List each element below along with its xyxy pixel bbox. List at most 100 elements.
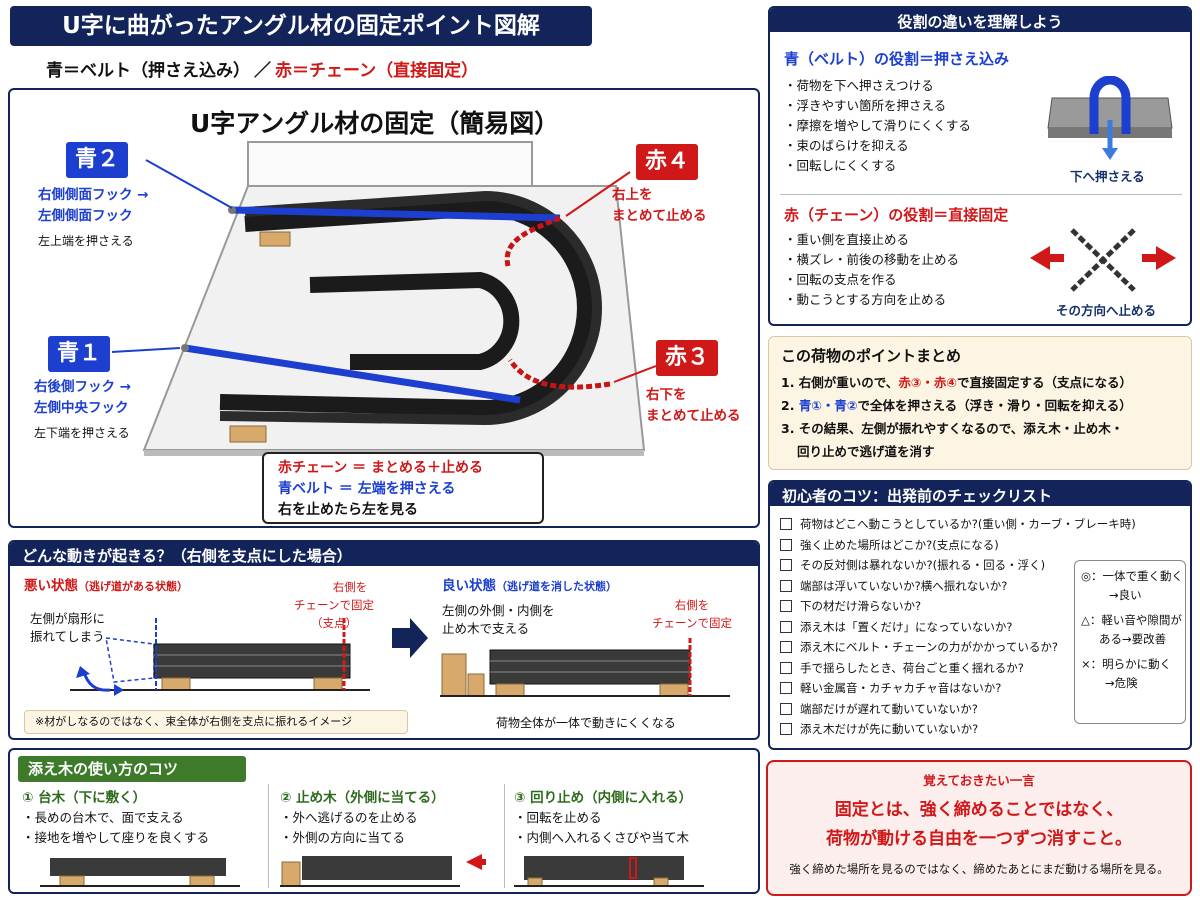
summary-line3: 右を止めたら左を見る bbox=[278, 502, 418, 518]
checklist-item[interactable]: 軽い金属音・カチャカチャ音はないか? bbox=[780, 678, 1136, 699]
good-state-note: 荷物全体が一体で動きにくくなる bbox=[496, 716, 676, 730]
bad-left-2: 振れてしまう bbox=[30, 629, 105, 644]
checklist-item[interactable]: 強く止めた場所はどこか?(支点になる) bbox=[780, 535, 1136, 556]
checkbox[interactable] bbox=[780, 661, 792, 674]
checkbox[interactable] bbox=[780, 538, 792, 551]
page-title-banner: U字に曲がったアングル材の固定ポイント図解 bbox=[10, 6, 592, 46]
main-diagram-panel: U字アングル材の固定（簡易図） 青２ 右側側面フック → 左側側面フック 左上端… bbox=[8, 88, 760, 528]
checklist-text: 端部は浮いていないか?横へ振れないか? bbox=[800, 578, 1008, 593]
tag-blue1: 青１ bbox=[48, 336, 110, 372]
blue2-line2: 左側側面フック bbox=[38, 208, 133, 224]
bad-right-2: チェーンで固定 bbox=[294, 598, 374, 612]
checklist-item[interactable]: 添え木にベルト・チェーンの力がかかっているか? bbox=[780, 637, 1136, 658]
checkbox[interactable] bbox=[780, 641, 792, 654]
wood-tips-panel: 添え木の使い方のコツ ① 台木（下に敷く） 長めの台木で、面で支える 接地を増や… bbox=[8, 748, 760, 894]
checklist-item[interactable]: 荷物はどこへ動こうとしているか?(重い側・カーブ・ブレーキ時) bbox=[780, 514, 1136, 535]
points-title: この荷物のポイントまとめ bbox=[781, 347, 962, 365]
checkbox[interactable] bbox=[780, 682, 792, 695]
point-1: 1. 右側が重いので、赤③・赤④で直接固定する（支点になる） bbox=[781, 371, 1132, 394]
blue1-note: 左下端を押さえる bbox=[34, 426, 130, 440]
points-list: 1. 右側が重いので、赤③・赤④で直接固定する（支点になる） 2. 青①・青②で… bbox=[781, 371, 1132, 463]
legend-good-result: →良い bbox=[1109, 588, 1142, 602]
checklist-item[interactable]: 添え木は「置くだけ」になっていないか? bbox=[780, 617, 1136, 638]
checkbox[interactable] bbox=[780, 723, 792, 736]
checklist-text: 手で揺らしたとき、荷台ごと重く揺れるか? bbox=[800, 660, 1024, 675]
wood-c1-list: 長めの台木で、面で支える 接地を増やして座りを良くする bbox=[22, 808, 210, 848]
list-item: 動こうとする方向を止める bbox=[784, 290, 959, 310]
good-sub-text: （逃げ道を消した状態） bbox=[496, 580, 617, 593]
checkbox[interactable] bbox=[780, 600, 792, 613]
point-2-b: 青①・青② bbox=[798, 398, 858, 413]
color-legend: 青＝ベルト（押さえ込み）／赤＝チェーン（直接固定） bbox=[46, 56, 478, 81]
bad-right-1: 右側を bbox=[332, 580, 368, 594]
wood-div-1 bbox=[268, 784, 269, 888]
motion-header-text: どんな動きが起きる？（右側を支点にした場合） bbox=[22, 547, 352, 565]
checklist-item[interactable]: 添え木だけが先に動いていないか? bbox=[780, 719, 1136, 740]
good-left-1: 左側の外側・内側を bbox=[442, 603, 555, 618]
wood-header: 添え木の使い方のコツ bbox=[18, 756, 246, 782]
checklist-item[interactable]: 下の材だけ滑らないか? bbox=[780, 596, 1136, 617]
checkbox[interactable] bbox=[780, 579, 792, 592]
checklist-item[interactable]: 端部だけが遅れて動いていないか? bbox=[780, 699, 1136, 720]
blue1-line2: 左側中央フック bbox=[34, 400, 129, 416]
motion-header: どんな動きが起きる？（右側を支点にした場合） bbox=[10, 542, 758, 566]
good-left-2: 止め木で支える bbox=[442, 621, 530, 636]
chain-cross-icon bbox=[1030, 228, 1176, 292]
list-item: 回転しにくくする bbox=[784, 156, 971, 176]
checklist-text: 端部だけが遅れて動いていないか? bbox=[800, 701, 978, 716]
good-state-illustration bbox=[440, 638, 730, 697]
wood-c1-title: ① 台木（下に敷く） bbox=[22, 790, 147, 806]
list-item: 外側の方向に当てる bbox=[280, 828, 418, 848]
list-item: 回転の支点を作る bbox=[784, 270, 959, 290]
checklist-item[interactable]: その反対側は暴れないか?(振れる・回る・浮く) bbox=[780, 555, 1136, 576]
checkbox[interactable] bbox=[780, 559, 792, 572]
tag-red4: 赤４ bbox=[636, 144, 698, 180]
blue2-line1: 右側側面フック → bbox=[38, 187, 149, 203]
checklist-item[interactable]: 端部は浮いていないか?横へ振れないか? bbox=[780, 576, 1136, 597]
roles-header: 役割の違いを理解しよう bbox=[770, 8, 1190, 32]
red-role-caption: その方向へ止める bbox=[1056, 303, 1157, 318]
legend-good: ◎：一体で重く動く bbox=[1081, 569, 1184, 583]
blue-role-title: 青（ベルト）の役割＝押さえ込み bbox=[784, 50, 1010, 68]
list-item: 浮きやすい箇所を押さえる bbox=[784, 96, 971, 116]
point-1-b: 赤③・赤④ bbox=[898, 375, 957, 390]
blue-role-list: 荷物を下へ押さえつける 浮きやすい箇所を押さえる 摩擦を増やして滑りにくくする … bbox=[784, 76, 971, 176]
checkbox[interactable] bbox=[780, 620, 792, 633]
roles-header-text: 役割の違いを理解しよう bbox=[897, 13, 1063, 31]
checkbox[interactable] bbox=[780, 518, 792, 531]
blue1-line1: 右後側フック → bbox=[34, 379, 132, 395]
blue2-note: 左上端を押さえる bbox=[38, 234, 134, 248]
list-item: 長めの台木で、面で支える bbox=[22, 808, 209, 828]
truck-bed-illustration bbox=[111, 141, 657, 456]
wood-header-text: 添え木の使い方のコツ bbox=[28, 760, 179, 778]
bad-left-1: 左側が扇形に bbox=[30, 611, 106, 626]
checklist-text: 強く止めた場所はどこか?(支点になる) bbox=[800, 537, 999, 552]
checklist-text: 添え木だけが先に動いていないか? bbox=[800, 722, 979, 736]
roles-panel: 役割の違いを理解しよう 青（ベルト）の役割＝押さえ込み 荷物を下へ押さえつける … bbox=[768, 6, 1192, 326]
summary-line1: 赤チェーン ＝ まとめる＋止める bbox=[278, 460, 484, 476]
bad-title-text: 悪い状態 bbox=[24, 578, 78, 594]
stop-wood-illustration bbox=[280, 854, 486, 887]
checklist-panel: 初心者のコツ：出発前のチェックリスト 荷物はどこへ動こうとしているか?(重い側・… bbox=[768, 480, 1192, 750]
point-1-c: で直接固定する（支点になる） bbox=[956, 375, 1132, 390]
page-title: U字に曲がったアングル材の固定ポイント図解 bbox=[62, 13, 540, 39]
good-right-1: 右側を bbox=[674, 598, 710, 612]
checklist-text: 荷物はどこへ動こうとしているか?(重い側・カーブ・ブレーキ時) bbox=[800, 517, 1136, 531]
good-state-title: 良い状態（逃げ道を消した状態） bbox=[442, 574, 617, 594]
legend-sep: ／ bbox=[254, 61, 271, 81]
list-item: 外へ逃げるのを止める bbox=[280, 808, 418, 828]
memo-line2: 荷物が動ける自由を一つずつ消すこと。 bbox=[826, 829, 1132, 849]
checklist-header-text: 初心者のコツ：出発前のチェックリスト bbox=[782, 487, 1053, 505]
memo-title: 覚えておきたい一言 bbox=[923, 773, 1035, 788]
roles-divider bbox=[780, 194, 1182, 195]
checklist-item[interactable]: 手で揺らしたとき、荷台ごと重く揺れるか? bbox=[780, 658, 1136, 679]
bad-state-illustration bbox=[70, 618, 370, 696]
anti-rotation-illustration bbox=[514, 856, 704, 887]
red-role-title: 赤（チェーン）の役割＝直接固定 bbox=[784, 206, 1009, 224]
checkbox[interactable] bbox=[780, 702, 792, 715]
bad-sub-text: （逃げ道がある状態） bbox=[78, 580, 188, 593]
wood-c3-list: 回転を止める 内側へ入れるくさびや当て木 bbox=[514, 808, 690, 848]
list-item: 束のばらけを抑える bbox=[784, 136, 971, 156]
wood-div-2 bbox=[504, 784, 505, 888]
press-down-icon bbox=[1047, 76, 1173, 160]
